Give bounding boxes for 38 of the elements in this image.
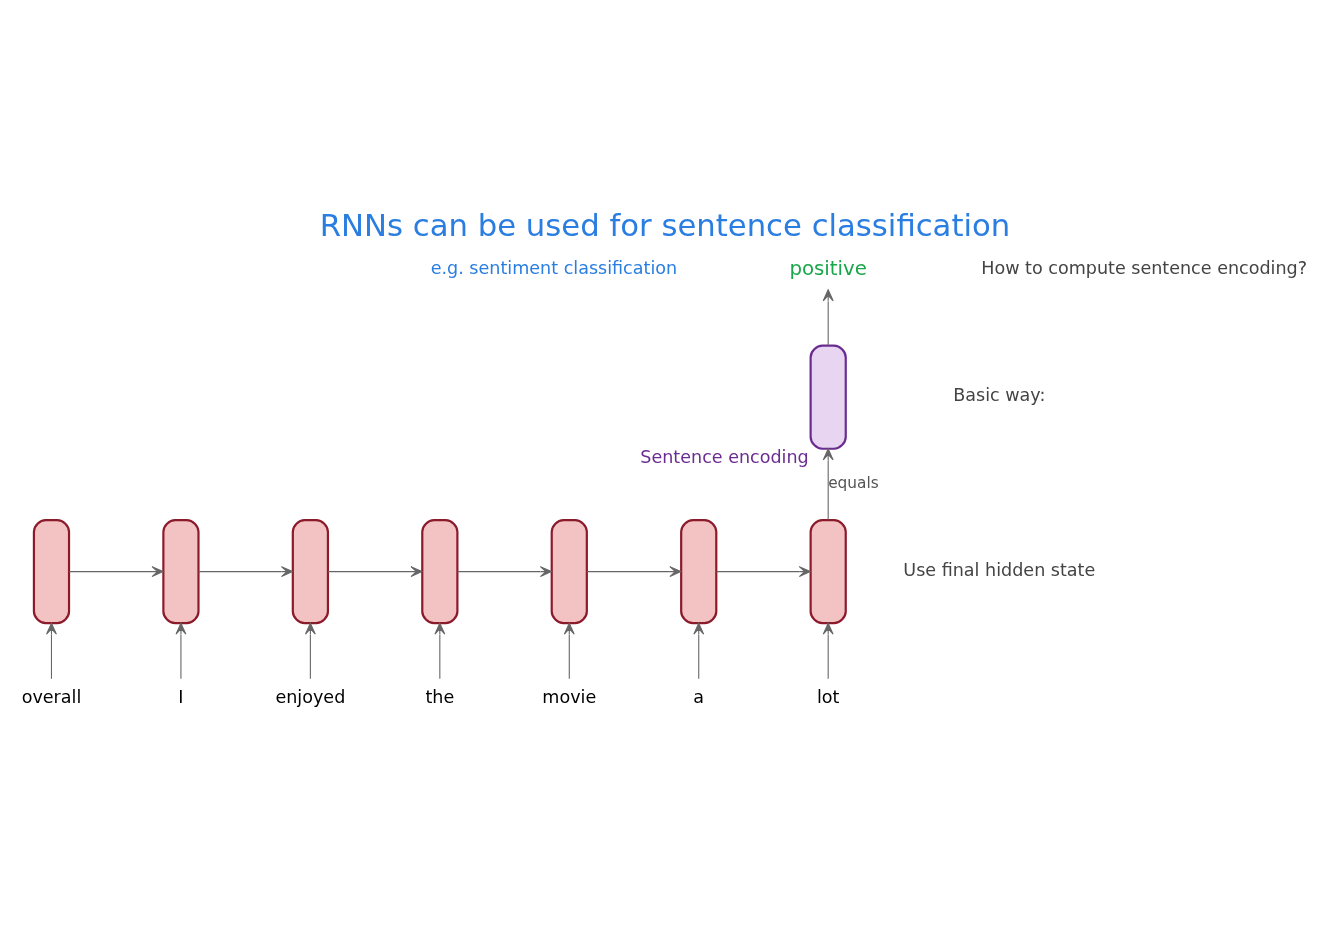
arrow [434, 622, 446, 679]
node-bar [32, 518, 71, 624]
node-text: lot [816, 686, 840, 707]
arrow [198, 565, 294, 577]
arrow [822, 622, 834, 679]
arrow [327, 565, 423, 577]
node-bar [809, 344, 847, 450]
node-bar [162, 518, 200, 624]
arrow [456, 565, 552, 577]
node-text: I [178, 686, 184, 707]
arrow [586, 565, 682, 577]
arrow [46, 622, 57, 679]
node-bar [680, 518, 718, 624]
node-text: positive [789, 256, 867, 280]
node-text: a [693, 686, 705, 707]
node-bar [809, 518, 847, 624]
node-text: the [425, 686, 455, 707]
arrow [822, 288, 834, 346]
label: Use final hidden state [903, 559, 1096, 580]
arrow [715, 565, 811, 577]
label: Basic way: [953, 384, 1046, 405]
node-label: Sentence encoding [640, 446, 809, 467]
edge-label: equals [828, 473, 879, 492]
arrow [68, 565, 164, 577]
arrow [693, 622, 705, 679]
arrow [304, 622, 316, 679]
node-bar [421, 518, 459, 624]
label: How to compute sentence encoding? [981, 257, 1308, 278]
node-bar [550, 518, 588, 624]
arrow [822, 447, 834, 520]
node-bar [291, 518, 330, 624]
diagram-title: RNNs can be used for sentence classification [319, 206, 1011, 243]
arrow [175, 622, 187, 679]
label: e.g. sentiment classification [430, 257, 678, 278]
node-text: overall [21, 686, 82, 707]
arrow [563, 622, 575, 679]
node-text: movie [542, 686, 597, 707]
node-text: enjoyed [275, 686, 346, 707]
